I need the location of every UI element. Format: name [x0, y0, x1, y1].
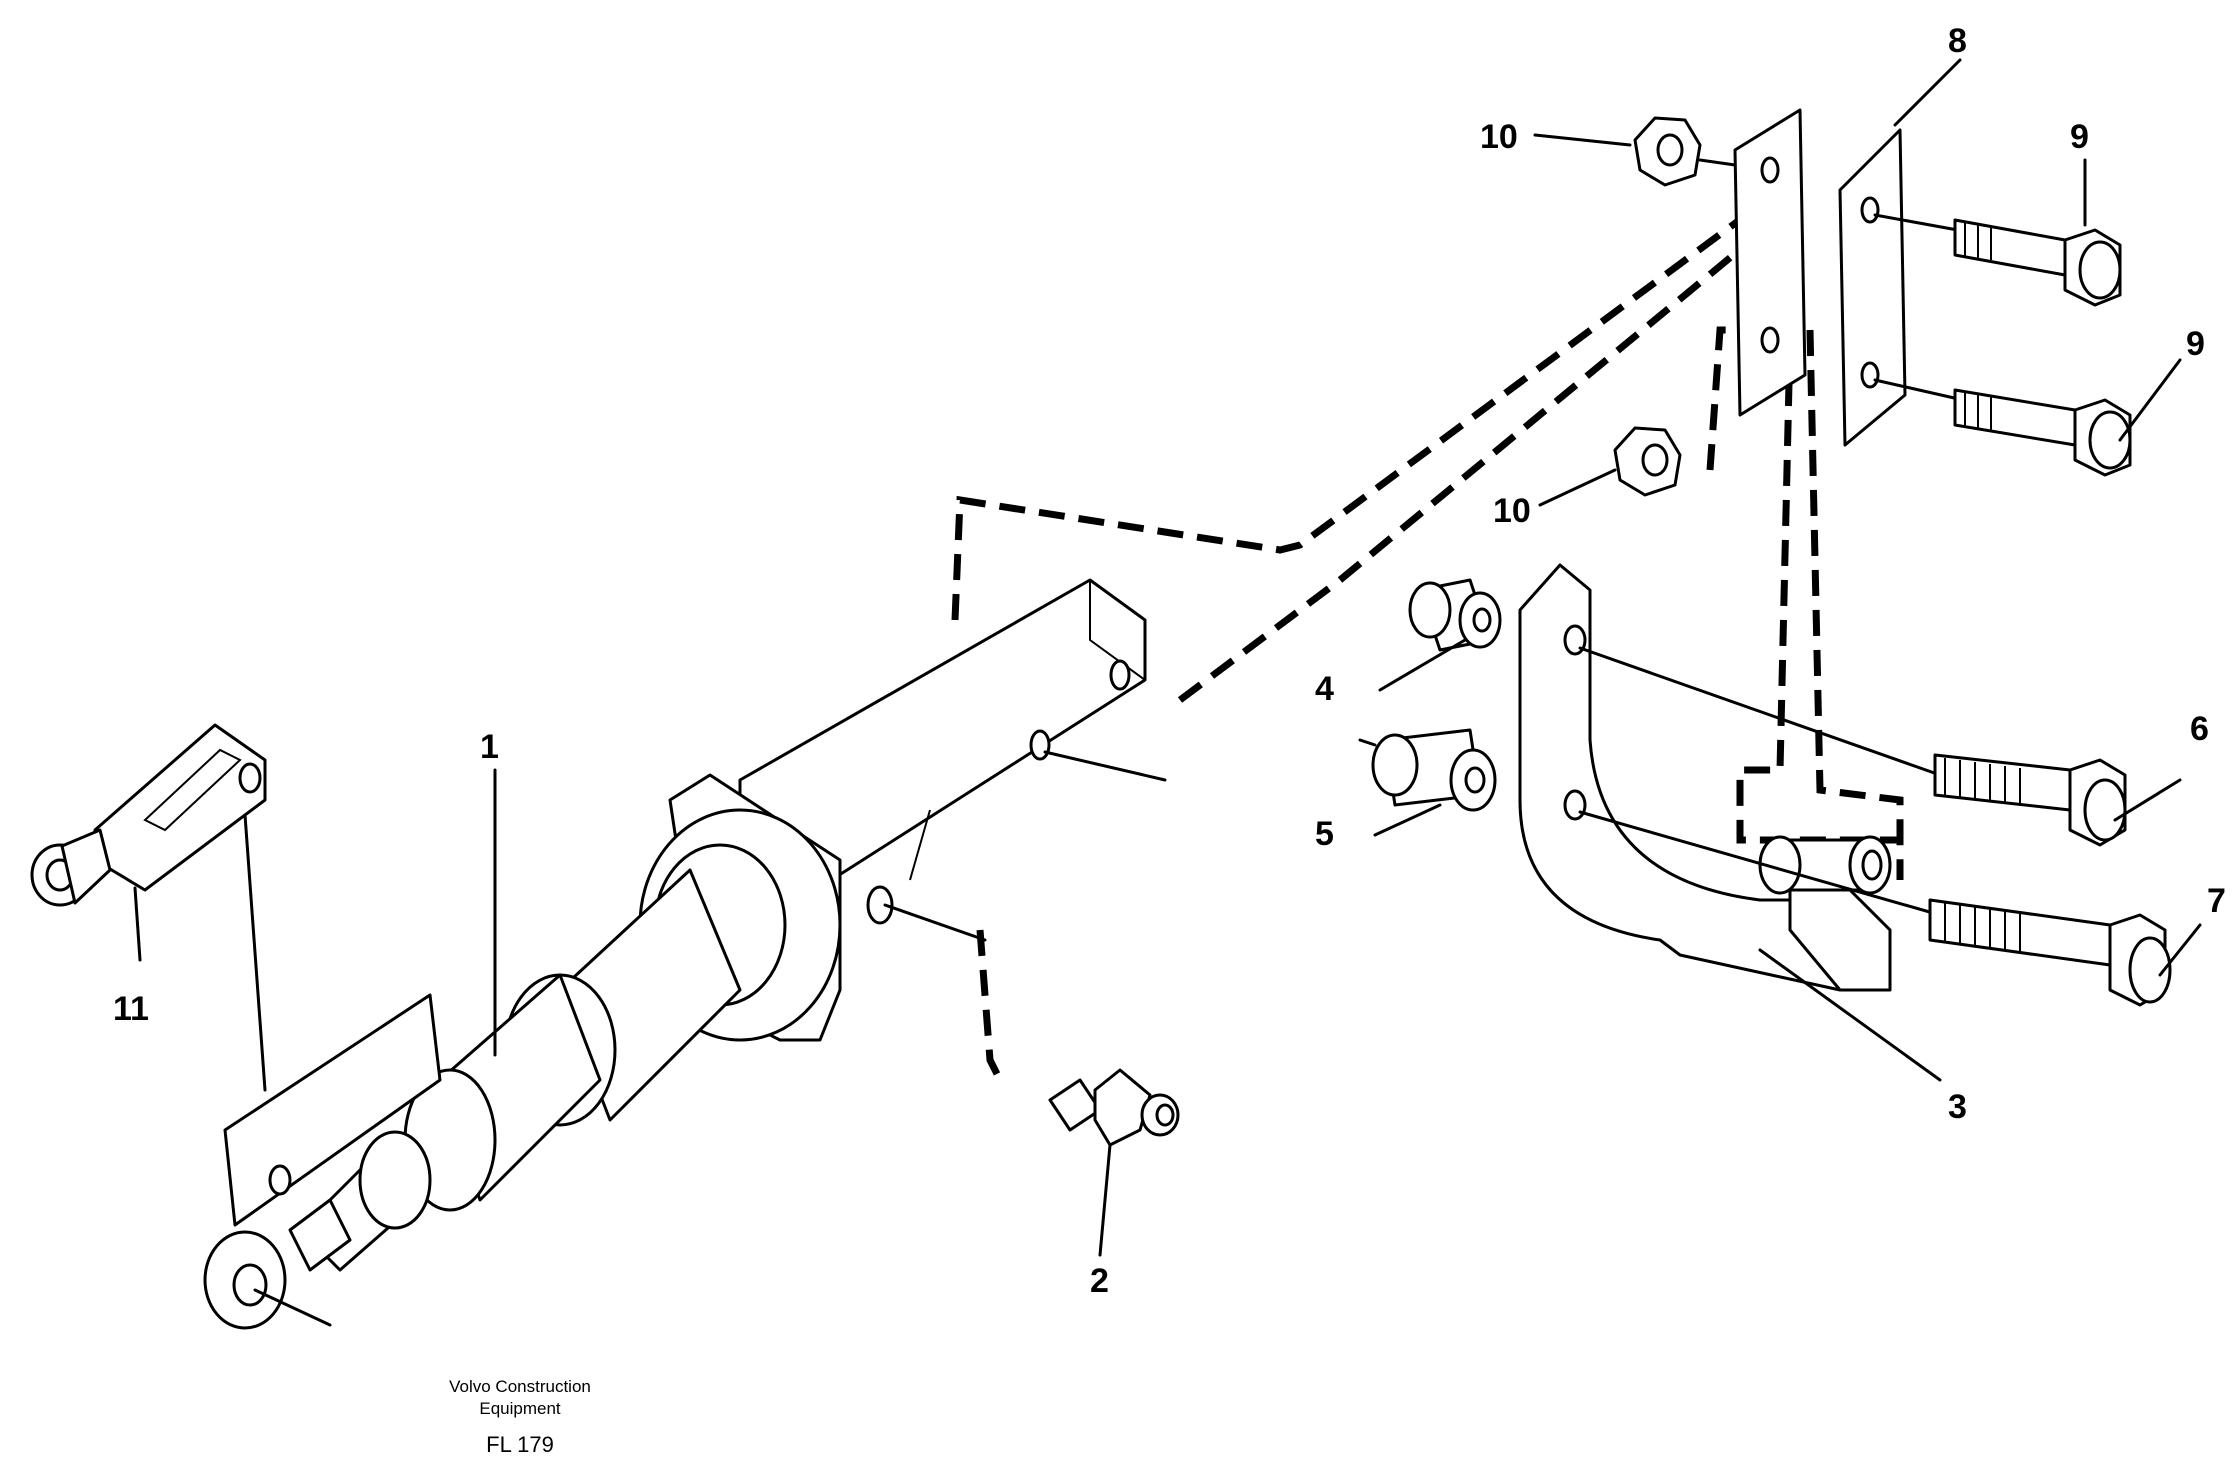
spacer-4: [1378, 578, 1502, 692]
mounting-plates: [1733, 58, 1987, 447]
nipple-thread: [1048, 1078, 1102, 1132]
drawing-footer: Volvo Construction Equipment FL 179: [449, 1377, 591, 1457]
callout-labels: 1 2 3 4 5 6 7 8 9 9 10 10 11: [113, 22, 2226, 1300]
footer-company-line2: Equipment: [479, 1399, 561, 1418]
callout-7: 7: [2207, 882, 2226, 920]
footer-company-line1: Volvo Construction: [449, 1377, 591, 1396]
clevis-body: [93, 723, 267, 892]
tube-hole-lower: [1029, 729, 1051, 761]
callout-1: 1: [480, 728, 499, 766]
bolt-9-upper: [1953, 158, 2122, 307]
callout-10-lower: 10: [1493, 492, 1531, 530]
tube-hole-upper: [1109, 659, 1131, 691]
clevis-pin: [30, 723, 267, 1092]
plate-rear: [1838, 128, 1907, 447]
callout-9-upper: 9: [2070, 118, 2089, 156]
callout-4: 4: [1315, 670, 1334, 708]
bracket: [1518, 563, 1942, 1082]
callout-2: 2: [1090, 1262, 1109, 1300]
callout-8: 8: [1948, 22, 1967, 60]
bolt-6: [1933, 753, 2182, 847]
callout-11: 11: [113, 990, 149, 1028]
nut-10-upper: [1533, 116, 1737, 187]
assembly-dashed-lines: [951, 187, 1904, 1082]
bolt-9-lower: [1953, 358, 2182, 477]
flange-hole: [866, 885, 894, 925]
dash-path-nut: [1706, 326, 1790, 471]
grease-nipple: [1048, 1068, 1180, 1257]
nut-10-lower: [1538, 426, 1682, 507]
spacer-5: [1358, 728, 1497, 837]
callout-3: 3: [1948, 1088, 1967, 1126]
callout-6: 6: [2190, 710, 2209, 748]
dash-path-lower: [1177, 197, 1803, 703]
dash-path-bracket-2: [1806, 329, 1904, 880]
dash-path-upper: [951, 187, 1783, 621]
plate-front: [1733, 108, 1807, 417]
callout-10-upper: 10: [1480, 118, 1518, 156]
callout-5: 5: [1315, 815, 1334, 853]
footer-drawing-code: FL 179: [486, 1432, 554, 1457]
bolt-7: [1928, 898, 2202, 1007]
nipple-hex: [1093, 1068, 1152, 1147]
dash-path-nipple: [976, 929, 1004, 1082]
callout-9-lower: 9: [2186, 325, 2205, 363]
hydraulic-cylinder: [203, 578, 1167, 1330]
